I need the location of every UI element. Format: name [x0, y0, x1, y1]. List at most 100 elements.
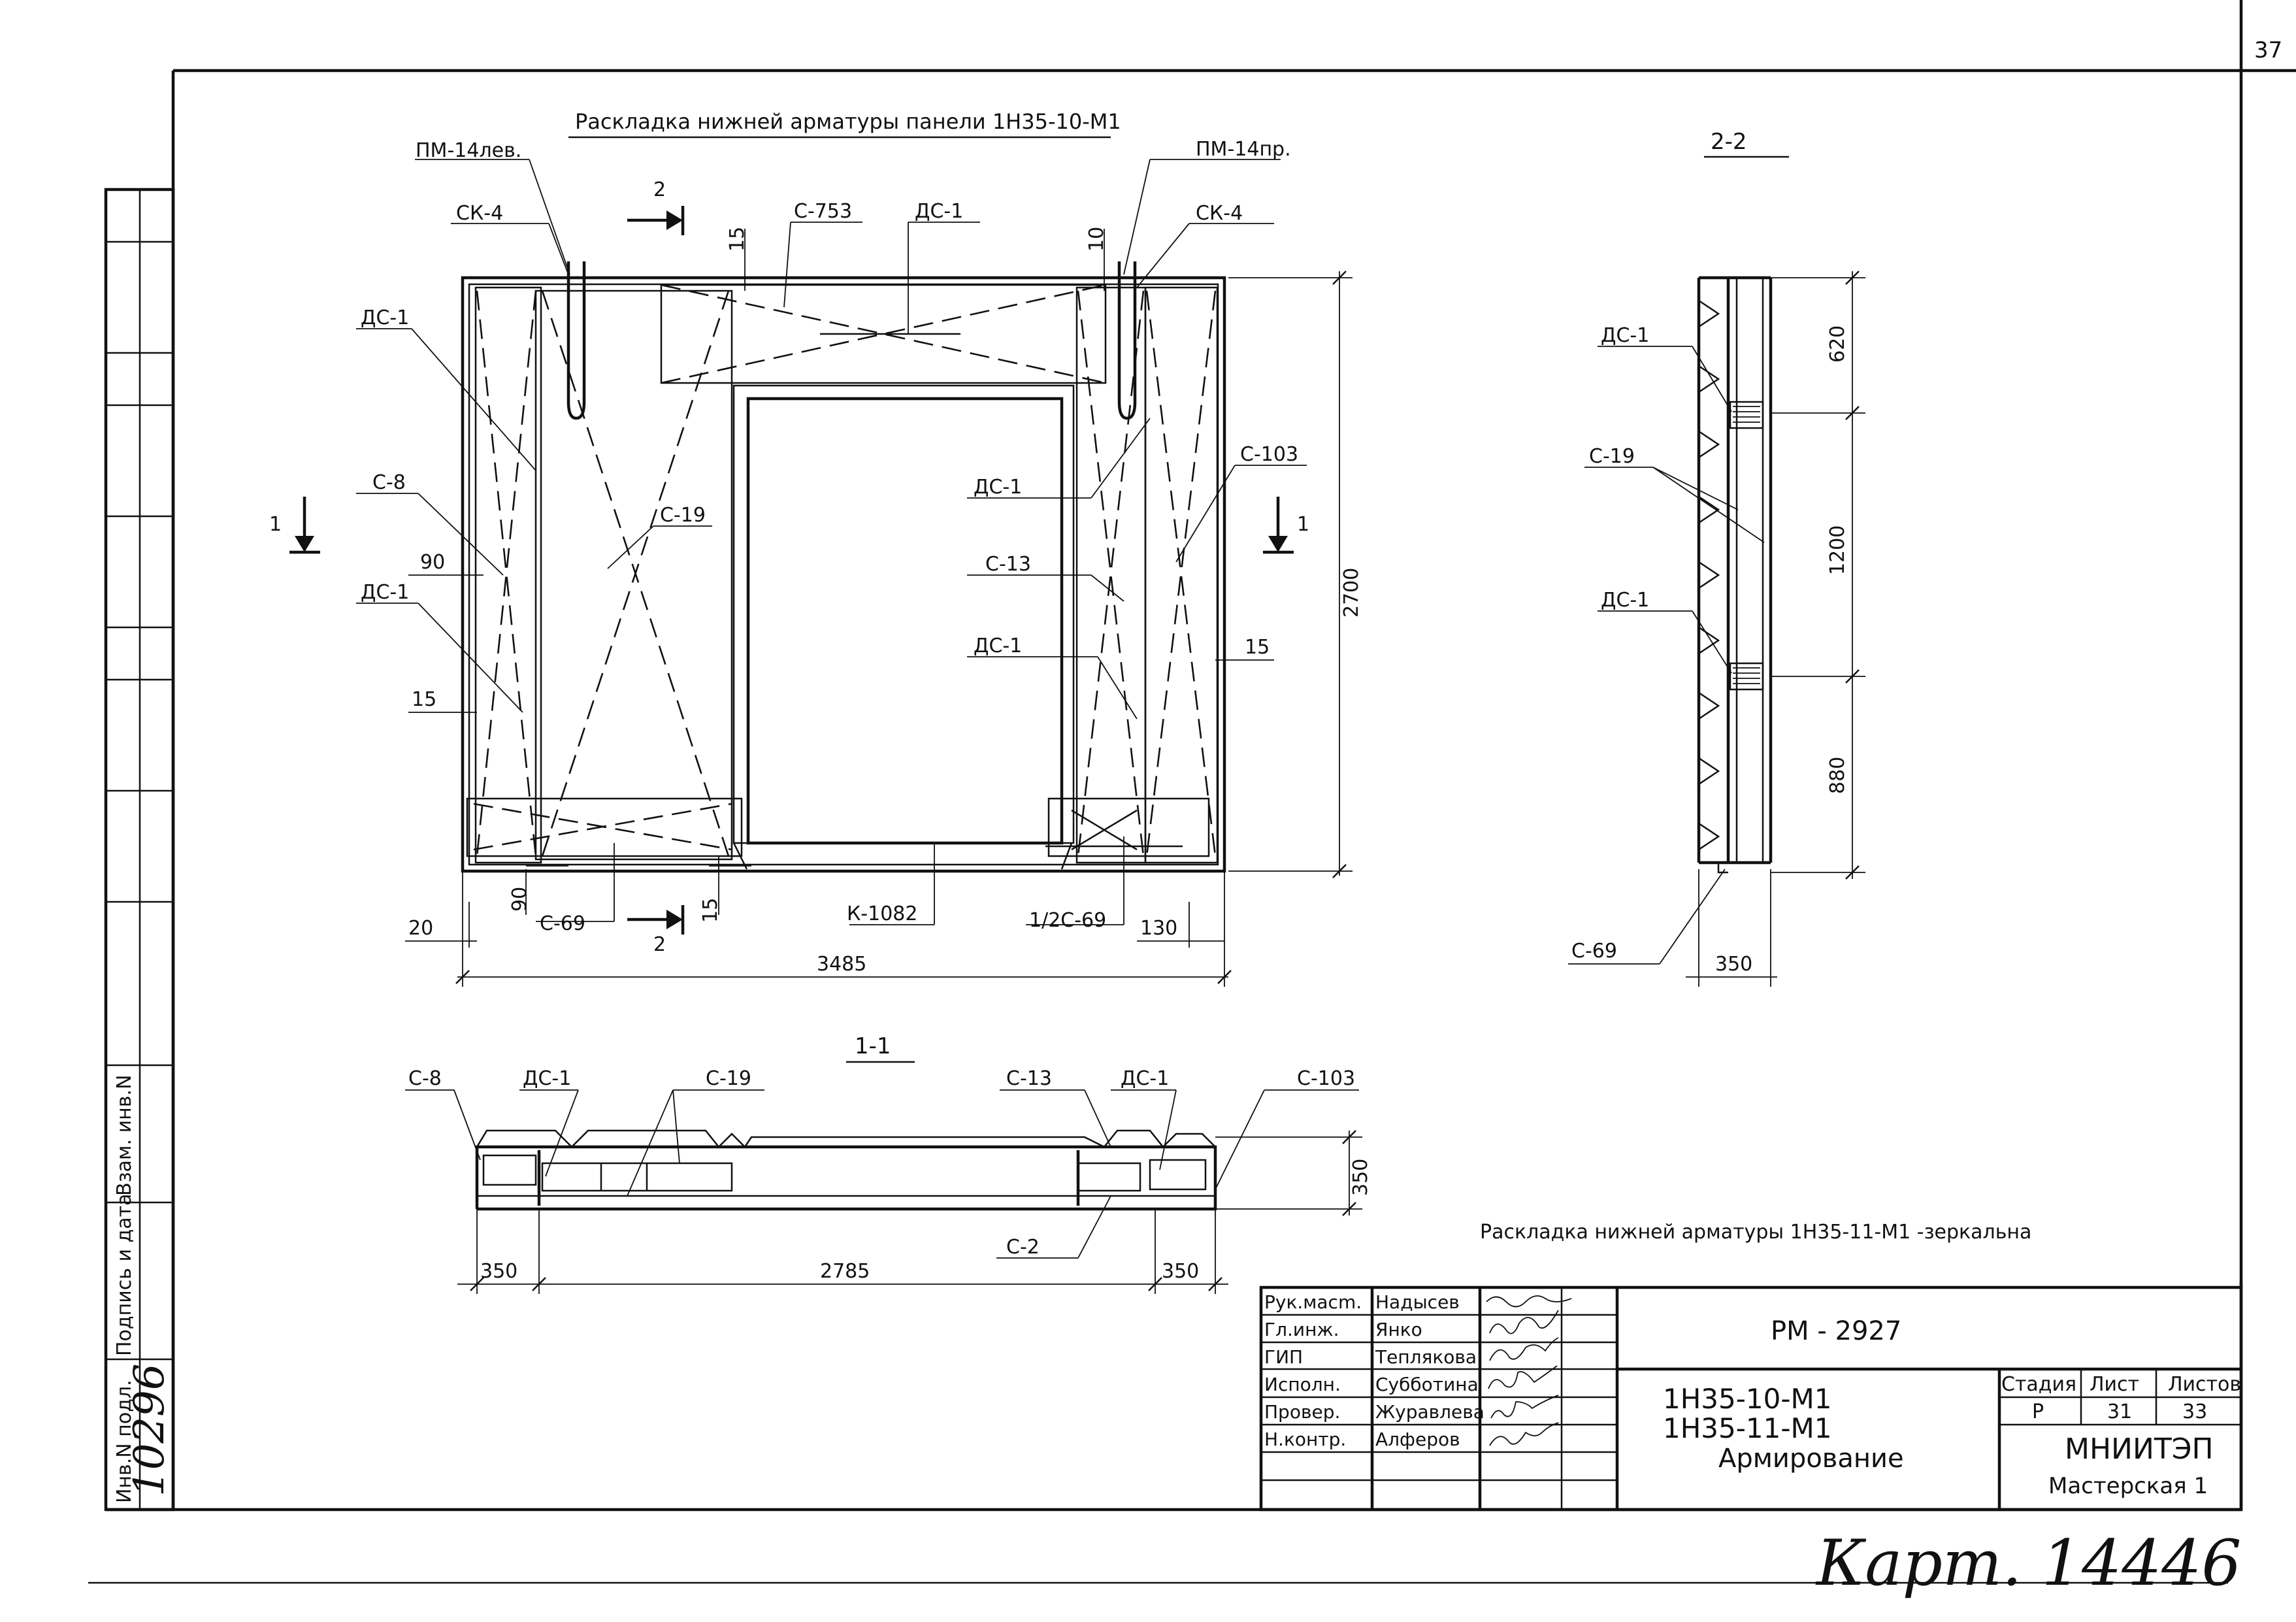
label-c753: С-753: [794, 200, 852, 223]
dim-15-right: 15: [1245, 636, 1270, 659]
side-stamp: [104, 188, 175, 1512]
mirror-note: Раскладка нижней арматуры 1Н35-11-М1 -зе…: [1480, 1221, 2031, 1244]
dim-130: 130: [1140, 917, 1177, 940]
label-dc1-top: ДС-1: [915, 200, 963, 223]
dim-90-left: 90: [420, 551, 445, 574]
dim-20: 20: [408, 917, 433, 940]
tb-name-1: Надысев: [1375, 1291, 1460, 1313]
label-c69: С-69: [540, 912, 585, 935]
section-1-1-label-c13: С-13: [1006, 1067, 1052, 1090]
section-2-2-label-c69: С-69: [1571, 940, 1617, 963]
tb-name-3: Теплякова: [1375, 1346, 1477, 1368]
cut-label-2-bottom: 2: [653, 933, 666, 956]
section-2-2-title: 2-2: [1711, 129, 1747, 155]
section-2-2-dim-1200: 1200: [1826, 525, 1849, 575]
tb-role-6: Н.контр.: [1264, 1429, 1346, 1450]
tb-product-2: 1Н35-11-М1: [1663, 1412, 1831, 1444]
tb-role-4: Исполн.: [1264, 1374, 1341, 1395]
tb-product-1: 1Н35-10-М1: [1663, 1383, 1831, 1415]
main-title: Раскладка нижней арматуры панели 1Н35-10…: [575, 109, 1121, 134]
label-pm14-left: ПМ-14лев.: [416, 139, 521, 162]
section-2-2-label-c19: С-19: [1589, 445, 1635, 468]
dim-15-top: 15: [726, 227, 749, 252]
section-1-1-dim-350-right: 350: [1162, 1260, 1199, 1283]
label-c19: С-19: [660, 504, 706, 527]
cut-mark-1-left: [289, 497, 320, 554]
dim-10-top: 10: [1085, 227, 1108, 252]
label-dc1-left-2: ДС-1: [361, 581, 409, 604]
section-1-1-label-c19: С-19: [706, 1067, 751, 1090]
label-k1082: К-1082: [847, 902, 917, 925]
tb-sheet-value: 31: [2107, 1400, 2132, 1423]
stamp-inv-podl: Инв.N подл.: [113, 1380, 136, 1503]
cut-label-1-right: 1: [1297, 513, 1309, 536]
label-dc1-right-2: ДС-1: [974, 635, 1022, 657]
section-1-1-label-c103: С-103: [1297, 1067, 1355, 1090]
section-1-1-dim-350-height: 350: [1349, 1159, 1372, 1196]
tb-role-3: ГИП: [1264, 1346, 1303, 1368]
cut-label-1-left: 1: [269, 513, 282, 536]
section-2-2-label-dc1-a: ДС-1: [1601, 324, 1649, 347]
section-2-2-dim-880: 880: [1826, 757, 1849, 794]
sheet-number: 37: [2254, 37, 2282, 63]
section-1-1-label-dc1-b: ДС-1: [1121, 1067, 1169, 1090]
section-1-1-title: 1-1: [855, 1033, 891, 1059]
cut-mark-2-top: [627, 206, 685, 235]
label-dc1-right-1: ДС-1: [974, 476, 1022, 499]
dim-2700: 2700: [1340, 568, 1363, 618]
section-2-2-leaders: [1568, 271, 1865, 987]
stamp-podpis: Подпись и дата: [113, 1194, 136, 1357]
label-dc1-left-1: ДС-1: [361, 306, 409, 329]
tb-workshop: Мастерская 1: [2048, 1473, 2208, 1499]
section-1-1-drawing: [475, 1129, 1217, 1211]
tb-role-2: Гл.инж.: [1264, 1319, 1339, 1340]
section-2-2-label-dc1-b: ДС-1: [1601, 589, 1649, 612]
section-1-1-label-c2: С-2: [1006, 1236, 1040, 1259]
tb-sheet-header: Лист: [2090, 1373, 2139, 1396]
plan-leaders: [356, 159, 1307, 925]
tb-name-6: Алферов: [1375, 1429, 1460, 1450]
label-half-c69: 1/2С-69: [1029, 909, 1106, 932]
tb-sheets-value: 33: [2182, 1400, 2207, 1423]
plan-dimensions: [405, 229, 1353, 987]
sheet-frame: [88, 0, 2296, 1584]
section-2-2-drawing: [1697, 276, 1773, 874]
dim-15-bottom: 15: [699, 898, 722, 923]
section-2-2-dim-620: 620: [1826, 325, 1849, 363]
tb-name-2: Янко: [1375, 1319, 1422, 1340]
cut-label-2-top: 2: [653, 178, 666, 201]
label-pm14-right: ПМ-14пр.: [1196, 138, 1291, 161]
label-c103: С-103: [1240, 443, 1298, 466]
title-block-grid: [1259, 1285, 2243, 1512]
section-1-1-dim-2785: 2785: [820, 1260, 870, 1283]
tb-stage-header: Стадия: [2001, 1373, 2076, 1396]
section-2-2-dim-350: 350: [1715, 953, 1752, 976]
panel-plan: [461, 261, 1226, 873]
tb-sheets-header: Листов: [2168, 1373, 2241, 1396]
tb-signatures: [1486, 1295, 1572, 1446]
dim-90-bottom: 90: [508, 887, 531, 912]
cut-mark-1-right: [1263, 497, 1294, 554]
cut-mark-2-bottom: [627, 905, 685, 935]
label-ck4-left: СК-4: [456, 202, 503, 225]
section-1-1-label-c8: С-8: [408, 1067, 442, 1090]
dim-3485: 3485: [817, 953, 866, 976]
tb-stage-value: Р: [2032, 1400, 2044, 1423]
label-c8: С-8: [372, 471, 406, 494]
label-c13: С-13: [985, 553, 1031, 576]
label-ck4-right: СК-4: [1196, 202, 1243, 225]
tb-name-5: Журавлева: [1375, 1401, 1484, 1423]
card-note: Карт. 14446: [1815, 1527, 2241, 1600]
tb-product-title: Армирование: [1718, 1444, 1904, 1474]
stamp-vzam: Взам. инв.N: [113, 1075, 136, 1196]
tb-name-4: Субботина: [1375, 1374, 1479, 1395]
tb-role-1: Рук.масm.: [1264, 1291, 1362, 1313]
section-1-1-label-dc1-a: ДС-1: [523, 1067, 571, 1090]
section-1-1-leaders: [405, 1089, 1362, 1294]
stamp-handwritten-number: 10296: [125, 1363, 174, 1497]
tb-role-5: Провер.: [1264, 1401, 1340, 1423]
tb-org: МНИИТЭП: [2065, 1432, 2214, 1466]
dim-15-left: 15: [412, 688, 436, 711]
section-1-1-dim-350-left: 350: [480, 1260, 517, 1283]
